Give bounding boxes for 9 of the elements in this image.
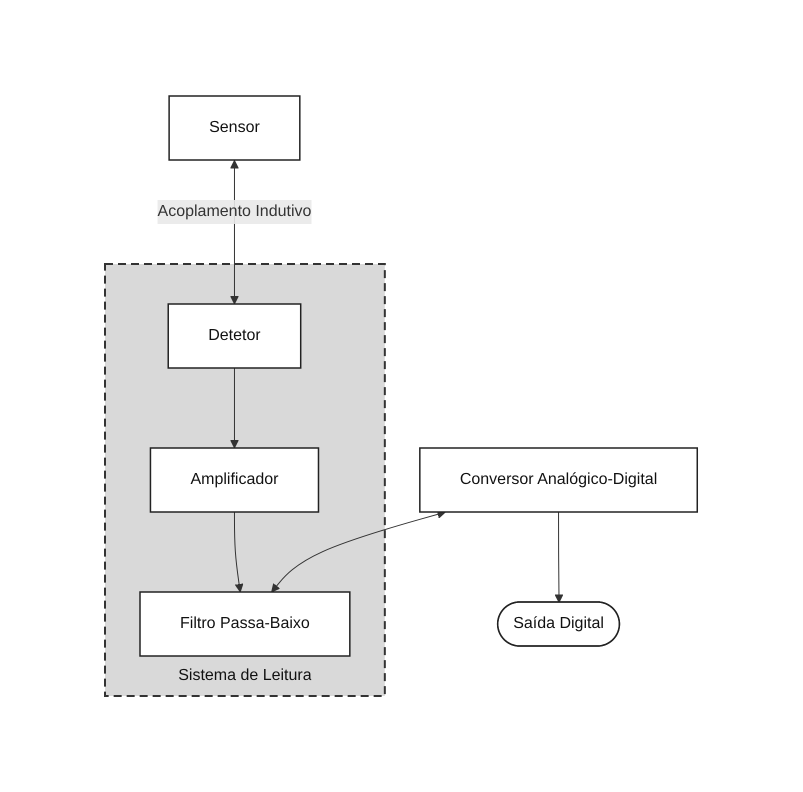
- node-box: Conversor Analógico-Digital: [419, 447, 698, 513]
- node-box: Filtro Passa-Baixo: [140, 591, 351, 657]
- edge-label: Acoplamento Indutivo: [158, 203, 312, 220]
- node-box: Amplificador: [150, 447, 320, 513]
- node-box: Sensor: [168, 95, 301, 161]
- arrow: [230, 368, 240, 448]
- node-box: Detetor: [168, 303, 302, 369]
- arrow: [554, 512, 564, 603]
- arrow: [234, 512, 244, 592]
